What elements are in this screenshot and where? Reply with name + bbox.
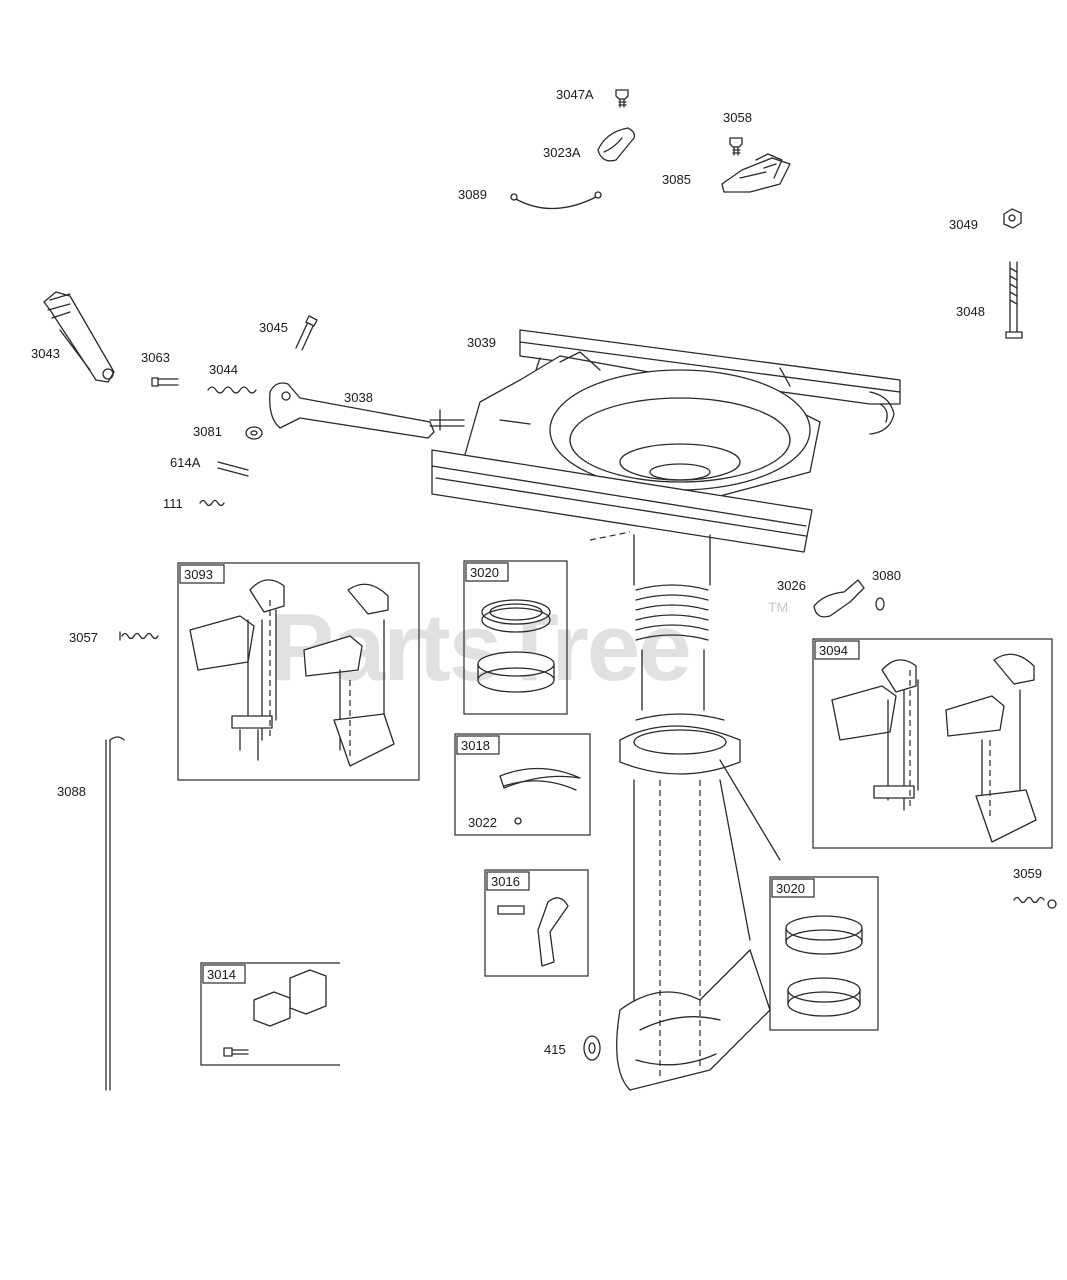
box-3094[interactable] xyxy=(812,638,1053,849)
box-label-3020-upper: 3020 xyxy=(470,565,499,580)
box-label-3094: 3094 xyxy=(819,643,848,658)
part-3088-rod[interactable] xyxy=(105,736,125,1091)
box-label-3093: 3093 xyxy=(184,567,213,582)
callout-415: 415 xyxy=(544,1042,566,1057)
callout-3038: 3038 xyxy=(344,390,373,405)
callout-3047A: 3047A xyxy=(556,87,594,102)
box-label-3018: 3018 xyxy=(461,738,490,753)
callout-3080: 3080 xyxy=(872,568,901,583)
callout-3089: 3089 xyxy=(458,187,487,202)
box-3020-lower[interactable] xyxy=(769,876,879,1031)
box-label-3014: 3014 xyxy=(207,967,236,982)
part-3089-wire[interactable] xyxy=(510,191,602,210)
part-3039-frame[interactable] xyxy=(431,329,901,553)
part-3045-bolt[interactable] xyxy=(295,315,318,351)
part-3063-pin[interactable] xyxy=(151,377,179,387)
part-3057-spring[interactable] xyxy=(119,631,159,641)
callout-3023A: 3023A xyxy=(543,145,581,160)
callout-3081: 3081 xyxy=(193,424,222,439)
callout-3048: 3048 xyxy=(956,304,985,319)
part-3049-nut[interactable] xyxy=(1003,208,1022,229)
callout-614A: 614A xyxy=(170,455,201,470)
part-3026-clip[interactable] xyxy=(813,579,865,618)
callout-3043: 3043 xyxy=(31,346,60,361)
box-3016[interactable] xyxy=(484,869,589,977)
box-label-3016: 3016 xyxy=(491,874,520,889)
box-3020-upper[interactable] xyxy=(463,560,568,715)
part-3044-spring[interactable] xyxy=(207,386,257,394)
part-3085-bracket[interactable] xyxy=(721,153,791,193)
part-3081-washer[interactable] xyxy=(245,426,263,440)
callout-3057: 3057 xyxy=(69,630,98,645)
leader-3020b xyxy=(719,759,781,861)
part-3059-spring[interactable] xyxy=(1013,896,1057,909)
callout-3045: 3045 xyxy=(259,320,288,335)
part-614A-pin[interactable] xyxy=(217,461,249,477)
callout-3063: 3063 xyxy=(141,350,170,365)
callout-3049: 3049 xyxy=(949,217,978,232)
callout-3088: 3088 xyxy=(57,784,86,799)
box-label-3020-lower: 3020 xyxy=(776,881,805,896)
callout-3039: 3039 xyxy=(467,335,496,350)
callout-3085: 3085 xyxy=(662,172,691,187)
part-3038-rod[interactable] xyxy=(269,382,465,439)
callout-3026: 3026 xyxy=(777,578,806,593)
callout-111: 111 xyxy=(163,496,183,511)
part-3048-bolt[interactable] xyxy=(1005,261,1023,339)
callout-3022: 3022 xyxy=(468,815,497,830)
part-3080-ring[interactable] xyxy=(875,597,885,611)
watermark-trademark: TM xyxy=(768,599,788,615)
callout-3059: 3059 xyxy=(1013,866,1042,881)
box-3093[interactable] xyxy=(177,562,420,781)
part-3058-screw[interactable] xyxy=(729,137,743,156)
part-3047A-screw[interactable] xyxy=(615,89,629,108)
steering-column[interactable] xyxy=(616,534,771,1091)
box-3014[interactable] xyxy=(200,962,340,1066)
part-3043-lever[interactable] xyxy=(43,291,115,383)
part-111-spring[interactable] xyxy=(199,499,225,507)
callout-3058: 3058 xyxy=(723,110,752,125)
leader-column-top xyxy=(589,531,631,541)
leader-column-inner xyxy=(659,780,701,1080)
box-3018[interactable] xyxy=(454,733,591,836)
part-415-washer[interactable] xyxy=(583,1035,601,1061)
callout-3044: 3044 xyxy=(209,362,238,377)
part-3023A-clip[interactable] xyxy=(597,127,636,162)
